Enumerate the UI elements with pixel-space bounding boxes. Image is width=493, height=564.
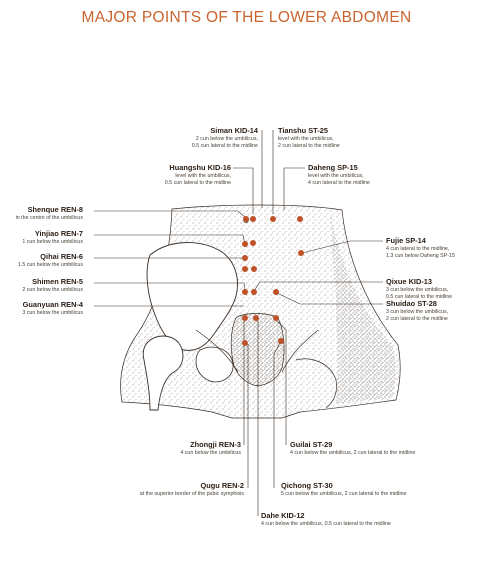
point-qugu xyxy=(242,340,248,346)
leader-qixue xyxy=(253,281,383,292)
point-huangshu xyxy=(250,216,256,222)
label-daheng-name: Daheng SP-15 xyxy=(308,163,358,172)
label-shimen: Shimen REN-5 2 cun below the umbilicus xyxy=(22,278,83,294)
label-huangshu-desc-1: level with the umbilicus, xyxy=(175,172,231,179)
label-guilai: Guilai ST-29 4 cun below the umbilicus, … xyxy=(290,441,415,457)
label-dahe-desc-1: 4 cun below the umbilicus, 0.5 cun later… xyxy=(261,520,391,527)
leader-shimen xyxy=(94,282,246,291)
left-iliac-bone xyxy=(146,242,238,351)
label-zhongji-desc-1: 4 cun below the umbilicus xyxy=(180,449,241,456)
label-shuidao: Shuidao ST-28 3 cun below the umbilicus,… xyxy=(386,300,448,323)
label-fujie-desc-1: 4 cun lateral to the midline, xyxy=(386,245,450,252)
label-tianshu: Tianshu ST-25 level with the umbilicus, … xyxy=(278,127,340,150)
label-guanyuan: Guanyuan REN-4 3 cun below the umbilicus xyxy=(22,301,83,317)
label-qihai-name: Qihai REN-6 xyxy=(40,252,83,261)
label-qichong-name: Qichong ST-30 xyxy=(281,481,333,490)
label-huangshu-name: Huangshu KID-16 xyxy=(169,163,231,172)
label-qihai-desc-1: 1.5 cun below the umbilicus xyxy=(17,261,83,268)
leader-daheng xyxy=(283,167,305,210)
right-flank-shading xyxy=(330,212,396,404)
label-shenque-name: Shenque REN-8 xyxy=(27,205,83,214)
label-guilai-name: Guilai ST-29 xyxy=(290,440,333,449)
label-shenque-desc-1: in the centre of the umbilicus xyxy=(15,214,83,221)
label-dahe: Dahe KID-12 4 cun below the umbilicus, 0… xyxy=(261,512,391,528)
label-qugu-name: Qugu REN-2 xyxy=(200,481,244,490)
label-guilai-desc-1: 4 cun below the umbilicus, 2 cun lateral… xyxy=(290,449,416,456)
label-siman-desc-2: 0.5 cun lateral to the midline xyxy=(191,142,258,149)
label-qugu-desc-1: at the superior border of the pubic symp… xyxy=(139,490,244,497)
label-huangshu-desc-2: 0.5 cun lateral to the midline xyxy=(164,179,231,186)
left-inguinal-line xyxy=(195,329,239,373)
label-tianshu-desc-1: level with the umbilicus, xyxy=(278,135,334,142)
abdomen-illustration xyxy=(120,204,401,419)
label-shuidao-desc-2: 2 cun lateral to the midline xyxy=(386,315,448,322)
leader-lines xyxy=(94,130,383,516)
label-dahe-name: Dahe KID-12 xyxy=(261,511,305,520)
label-siman-name: Siman KID-14 xyxy=(210,126,258,135)
label-tianshu-desc-2: 2 cun lateral to the midline xyxy=(278,142,340,149)
left-obturator xyxy=(195,346,234,383)
leader-huangshu xyxy=(233,167,254,214)
point-shenque xyxy=(243,216,249,222)
point-tianshu xyxy=(270,216,276,222)
label-shenque: Shenque REN-8 in the centre of the umbil… xyxy=(16,206,83,222)
point-qihai xyxy=(242,255,248,261)
point-shuidao xyxy=(273,289,279,295)
point-daheng xyxy=(297,216,303,222)
diagram-title: MAJOR POINTS OF THE LOWER ABDOMEN xyxy=(81,9,412,26)
label-shimen-name: Shimen REN-5 xyxy=(32,277,83,286)
leader-shuidao xyxy=(276,292,383,305)
label-qixue: Qixue KID-13 3 cun below the umbilicus, … xyxy=(386,278,452,301)
label-guanyuan-name: Guanyuan REN-4 xyxy=(22,300,83,309)
point-dahe xyxy=(251,289,257,295)
label-yinjiao-name: Yinjiao REN-7 xyxy=(34,229,83,238)
label-siman-desc-1: 2 cun below the umbilicus, xyxy=(195,135,258,142)
point-siman xyxy=(250,240,256,246)
label-tianshu-name: Tianshu ST-25 xyxy=(278,126,328,135)
point-qixue xyxy=(251,266,257,272)
leader-qichong xyxy=(273,340,282,488)
label-shuidao-desc-1: 3 cun below the umbilicus, xyxy=(386,308,449,315)
label-qichong: Qichong ST-30 5 cun below the umbilicus,… xyxy=(281,482,406,498)
label-fujie-name: Fujie SP-14 xyxy=(386,236,426,245)
label-shuidao-name: Shuidao ST-28 xyxy=(386,299,437,308)
label-fujie-desc-2: 1.3 cun below Daheng SP-15 xyxy=(386,252,455,259)
label-qixue-desc-1: 3 cun below the umbilicus, xyxy=(386,286,449,293)
label-daheng-desc-2: 4 cun lateral to the midline xyxy=(308,179,370,186)
label-daheng: Daheng SP-15 level with the umbilicus, 4… xyxy=(308,164,370,187)
label-guanyuan-desc-1: 3 cun below the umbilicus xyxy=(22,309,83,316)
label-qihai: Qihai REN-6 1.5 cun below the umbilicus xyxy=(18,253,83,269)
leader-guilai xyxy=(275,319,287,445)
label-shimen-desc-1: 2 cun below the umbilicus xyxy=(22,286,83,293)
right-inguinal-line xyxy=(281,329,319,373)
label-zhongji-name: Zhongji REN-3 xyxy=(190,440,241,449)
leader-yinjiao xyxy=(94,234,246,245)
label-yinjiao: Yinjiao REN-7 1 cun below the umbilicus xyxy=(22,230,83,246)
acupoints xyxy=(242,216,304,346)
label-zhongji: Zhongji REN-3 4 cun below the umbilicus xyxy=(180,441,241,457)
left-femur xyxy=(142,335,184,411)
label-daheng-desc-1: level with the umbilicus, xyxy=(308,172,364,179)
point-fujie xyxy=(298,250,304,256)
point-qichong xyxy=(278,338,284,344)
label-huangshu: Huangshu KID-16 level with the umbilicus… xyxy=(165,164,231,187)
label-fujie: Fujie SP-14 4 cun lateral to the midline… xyxy=(386,237,455,260)
label-siman: Siman KID-14 2 cun below the umbilicus, … xyxy=(192,127,258,150)
label-yinjiao-desc-1: 1 cun below the umbilicus xyxy=(22,238,83,245)
point-guanyuan xyxy=(242,289,248,295)
leader-fujie xyxy=(301,240,383,254)
point-guilai xyxy=(273,315,279,321)
point-zhongji xyxy=(242,315,248,321)
right-hip-outline xyxy=(295,358,337,409)
point-dahe-low xyxy=(253,315,259,321)
point-yinjiao xyxy=(242,241,248,247)
point-shimen xyxy=(242,266,248,272)
label-qixue-name: Qixue KID-13 xyxy=(386,277,433,286)
label-qugu: Qugu REN-2 at the superior border of the… xyxy=(140,482,244,498)
label-qichong-desc-1: 5 cun below the umbilicus, 2 cun lateral… xyxy=(281,490,407,497)
leader-shenque xyxy=(94,210,247,219)
label-qixue-desc-2: 0.5 cun lateral to the midline xyxy=(386,293,453,300)
